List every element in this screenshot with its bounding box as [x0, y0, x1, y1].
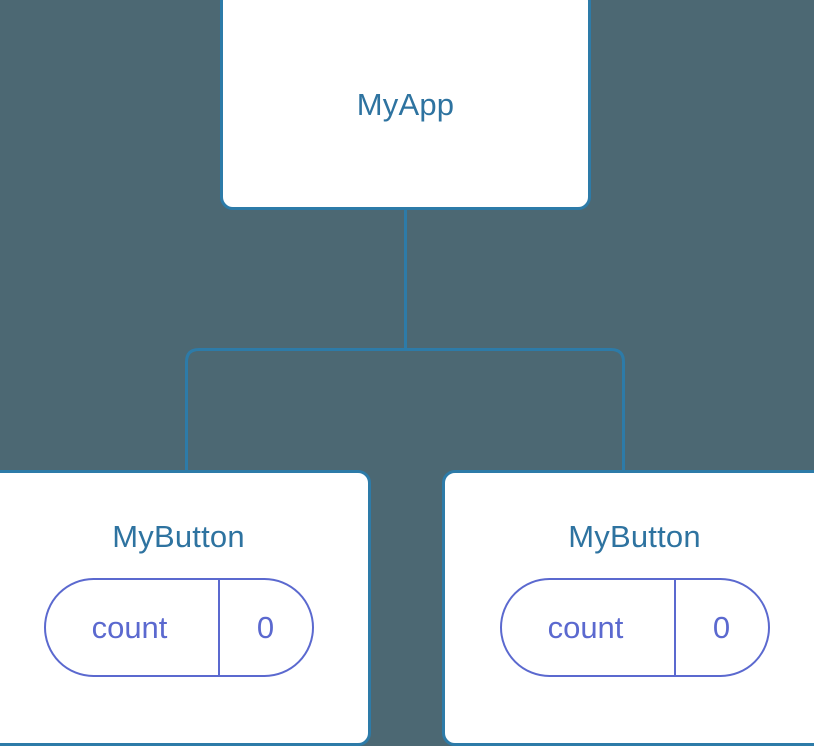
prop-value[interactable]: 0 — [673, 580, 768, 675]
prop-key: count — [547, 610, 624, 645]
prop-value[interactable]: 0 — [217, 580, 312, 675]
prop-pill-count[interactable]: count 0 — [499, 578, 770, 677]
tree-node-mybutton-1[interactable]: MyButton count 0 — [442, 470, 814, 746]
prop-key: count — [91, 610, 168, 645]
node-label: MyButton — [568, 519, 701, 554]
node-label: MyApp — [356, 86, 455, 122]
node-label: MyButton — [112, 519, 245, 554]
tree-node-myapp[interactable]: MyApp — [220, 0, 591, 210]
prop-pill-count[interactable]: count 0 — [43, 578, 314, 677]
edge-root-to-children — [185, 348, 625, 472]
tree-node-mybutton-0[interactable]: MyButton count 0 — [0, 470, 371, 746]
